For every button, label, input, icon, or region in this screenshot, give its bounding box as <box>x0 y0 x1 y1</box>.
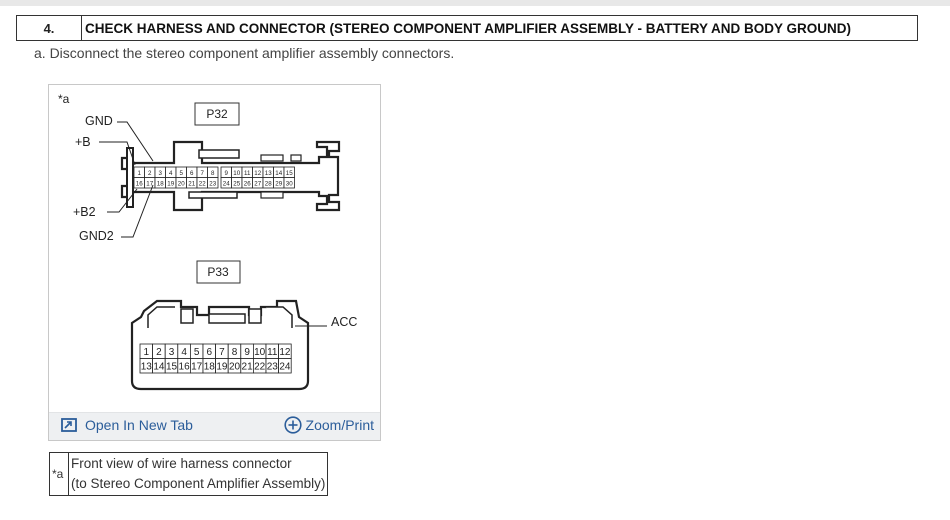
p33-terminal-number: 23 <box>267 361 279 372</box>
p32-terminal-number: 13 <box>265 170 272 177</box>
p33-terminal-number: 20 <box>229 361 241 372</box>
step-title: CHECK HARNESS AND CONNECTOR (STEREO COMP… <box>85 20 852 36</box>
p32-terminal-number: 29 <box>275 180 282 187</box>
p33-terminal-number: 13 <box>141 361 153 372</box>
top-strip <box>0 0 950 6</box>
p33-terminal-number: 17 <box>191 361 203 372</box>
p32-terminal-number: 10 <box>233 170 240 177</box>
plus-circle-icon <box>283 416 302 434</box>
p32-terminal-number: 20 <box>178 180 185 187</box>
p32-terminal-number: 9 <box>225 170 229 177</box>
p32-terminal-number: 16 <box>136 180 143 187</box>
p33-terminal-number: 12 <box>279 347 291 358</box>
p33-terminal-number: 6 <box>207 347 213 358</box>
p32-terminal-number: 11 <box>244 170 251 177</box>
p33-terminal-number: 19 <box>216 361 228 372</box>
p33-terminal-number: 24 <box>279 361 291 372</box>
p32-terminal-gnd: GND <box>85 114 113 128</box>
p32-terminal-number: 8 <box>211 170 215 177</box>
p32-leaders <box>99 121 154 238</box>
p32-terminal-number: 1 <box>138 170 142 177</box>
p33-terminal-number: 4 <box>181 347 187 358</box>
p33-terminal-number: 7 <box>219 347 225 358</box>
p32-terminal-number: 7 <box>201 170 205 177</box>
p33-terminal-number: 3 <box>169 347 175 358</box>
p32-terminal-number: 17 <box>146 180 153 187</box>
p32-terminal-number: 4 <box>169 170 173 177</box>
p33-terminal-number: 5 <box>194 347 200 358</box>
p33-terminal-number: 18 <box>204 361 216 372</box>
p33-terminal-number: 22 <box>254 361 266 372</box>
p32-terminal-number: 23 <box>209 180 216 187</box>
p33-terminal-number: 16 <box>179 361 191 372</box>
p33-label: P33 <box>207 265 229 279</box>
p32-terminal-number: 14 <box>275 170 282 177</box>
p33-terminal-number: 21 <box>242 361 254 372</box>
p33-terminal-acc: ACC <box>331 315 357 329</box>
p32-terminal-number: 21 <box>188 180 195 187</box>
p33-terminal-number: 10 <box>254 347 266 358</box>
p33-label-box <box>196 260 241 284</box>
legend-key: *a <box>49 452 69 496</box>
p32-terminal-number: 15 <box>286 170 293 177</box>
p32-terminal-number: 19 <box>167 180 174 187</box>
p32-terminal-number: 18 <box>157 180 164 187</box>
p32-terminal-number: 24 <box>223 180 230 187</box>
open-external-icon <box>61 418 77 432</box>
p32-terminal-number: 6 <box>190 170 194 177</box>
p33-terminal-number: 15 <box>166 361 178 372</box>
p32-terminal-number: 3 <box>159 170 163 177</box>
p32-terminal-number: 30 <box>286 180 293 187</box>
open-in-new-tab-link[interactable]: Open In New Tab <box>61 417 193 433</box>
p33-terminal-number: 14 <box>153 361 165 372</box>
p33-terminal-number: 2 <box>156 347 162 358</box>
p33-terminal-number: 1 <box>144 347 150 358</box>
callout-label: *a <box>58 92 70 106</box>
zoom-print-link[interactable]: Zoom/Print <box>283 416 374 434</box>
p32-terminal-number: 22 <box>199 180 206 187</box>
legend-line-1: Front view of wire harness connector <box>71 456 292 471</box>
legend-line-2: (to Stereo Component Amplifier Assembly) <box>71 476 326 491</box>
p32-terminal-number: 28 <box>265 180 272 187</box>
legend-table: *a Front view of wire harness connector … <box>49 452 329 496</box>
p32-terminal-plus-b: +B <box>75 135 91 149</box>
p32-label-box <box>194 102 240 126</box>
p32-terminal-number: 25 <box>233 180 240 187</box>
p32-terminal-plus-b2: +B2 <box>73 205 96 219</box>
p33-terminal-number: 9 <box>244 347 250 358</box>
p32-terminal-number: 26 <box>244 180 251 187</box>
p32-terminal-cell <box>283 177 295 189</box>
step-number: 4. <box>17 16 82 40</box>
p33-terminal-number: 8 <box>232 347 238 358</box>
p33-terminal-number: 11 <box>267 347 278 358</box>
p32-label: P32 <box>206 107 228 121</box>
zoom-print-label: Zoom/Print <box>305 417 374 433</box>
p32-terminal-number: 12 <box>254 170 261 177</box>
step-header: 4. CHECK HARNESS AND CONNECTOR (STEREO C… <box>16 15 918 41</box>
instruction-text: a. Disconnect the stereo component ampli… <box>34 45 455 61</box>
p32-terminal-number: 2 <box>148 170 152 177</box>
p32-terminal-cell <box>207 177 219 189</box>
legend-description: Front view of wire harness connector (to… <box>67 452 329 496</box>
p32-terminal-number: 5 <box>180 170 184 177</box>
figure-footer: Open In New Tab Zoom/Print <box>49 412 380 440</box>
p32-terminal-gnd2: GND2 <box>79 229 114 243</box>
p33-terminal-cell <box>278 358 292 374</box>
open-in-new-tab-label: Open In New Tab <box>85 417 193 433</box>
p32-terminal-number: 27 <box>254 180 261 187</box>
